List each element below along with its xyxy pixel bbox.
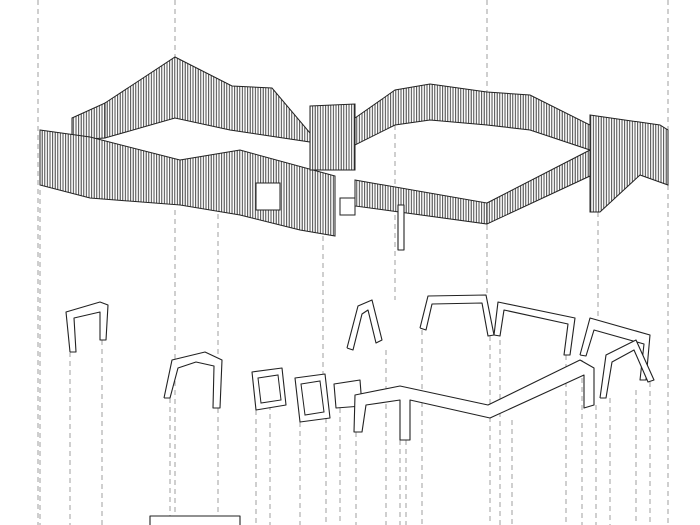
frame-box (300, 380, 325, 416)
frame-portal (419, 294, 495, 337)
frame-portal (163, 351, 223, 409)
window-opening (339, 197, 356, 216)
frame-box (257, 374, 282, 404)
wall-gable-left-back (104, 56, 311, 143)
wall-standing-panel (309, 103, 356, 171)
window-opening (255, 182, 281, 211)
upper-building-assembly (39, 56, 669, 251)
frame-portal (65, 301, 109, 353)
frame-long-beam (353, 359, 595, 441)
wall-gable-right-back (354, 83, 591, 151)
frame-portal (493, 301, 576, 356)
wall-front-right-slanted (486, 149, 591, 225)
projection-guide-lines (37, 0, 669, 525)
post (397, 204, 405, 251)
frame-portal (579, 317, 651, 381)
wall-front-left-long (39, 129, 181, 206)
frame-portal (599, 339, 655, 399)
lower-frame-components (65, 294, 655, 525)
wall-front-right-long (354, 179, 488, 225)
wall-back-left-small (71, 102, 106, 141)
frame-base-edge (149, 515, 241, 525)
wall-far-right (589, 114, 669, 213)
frame-portal (346, 299, 383, 351)
